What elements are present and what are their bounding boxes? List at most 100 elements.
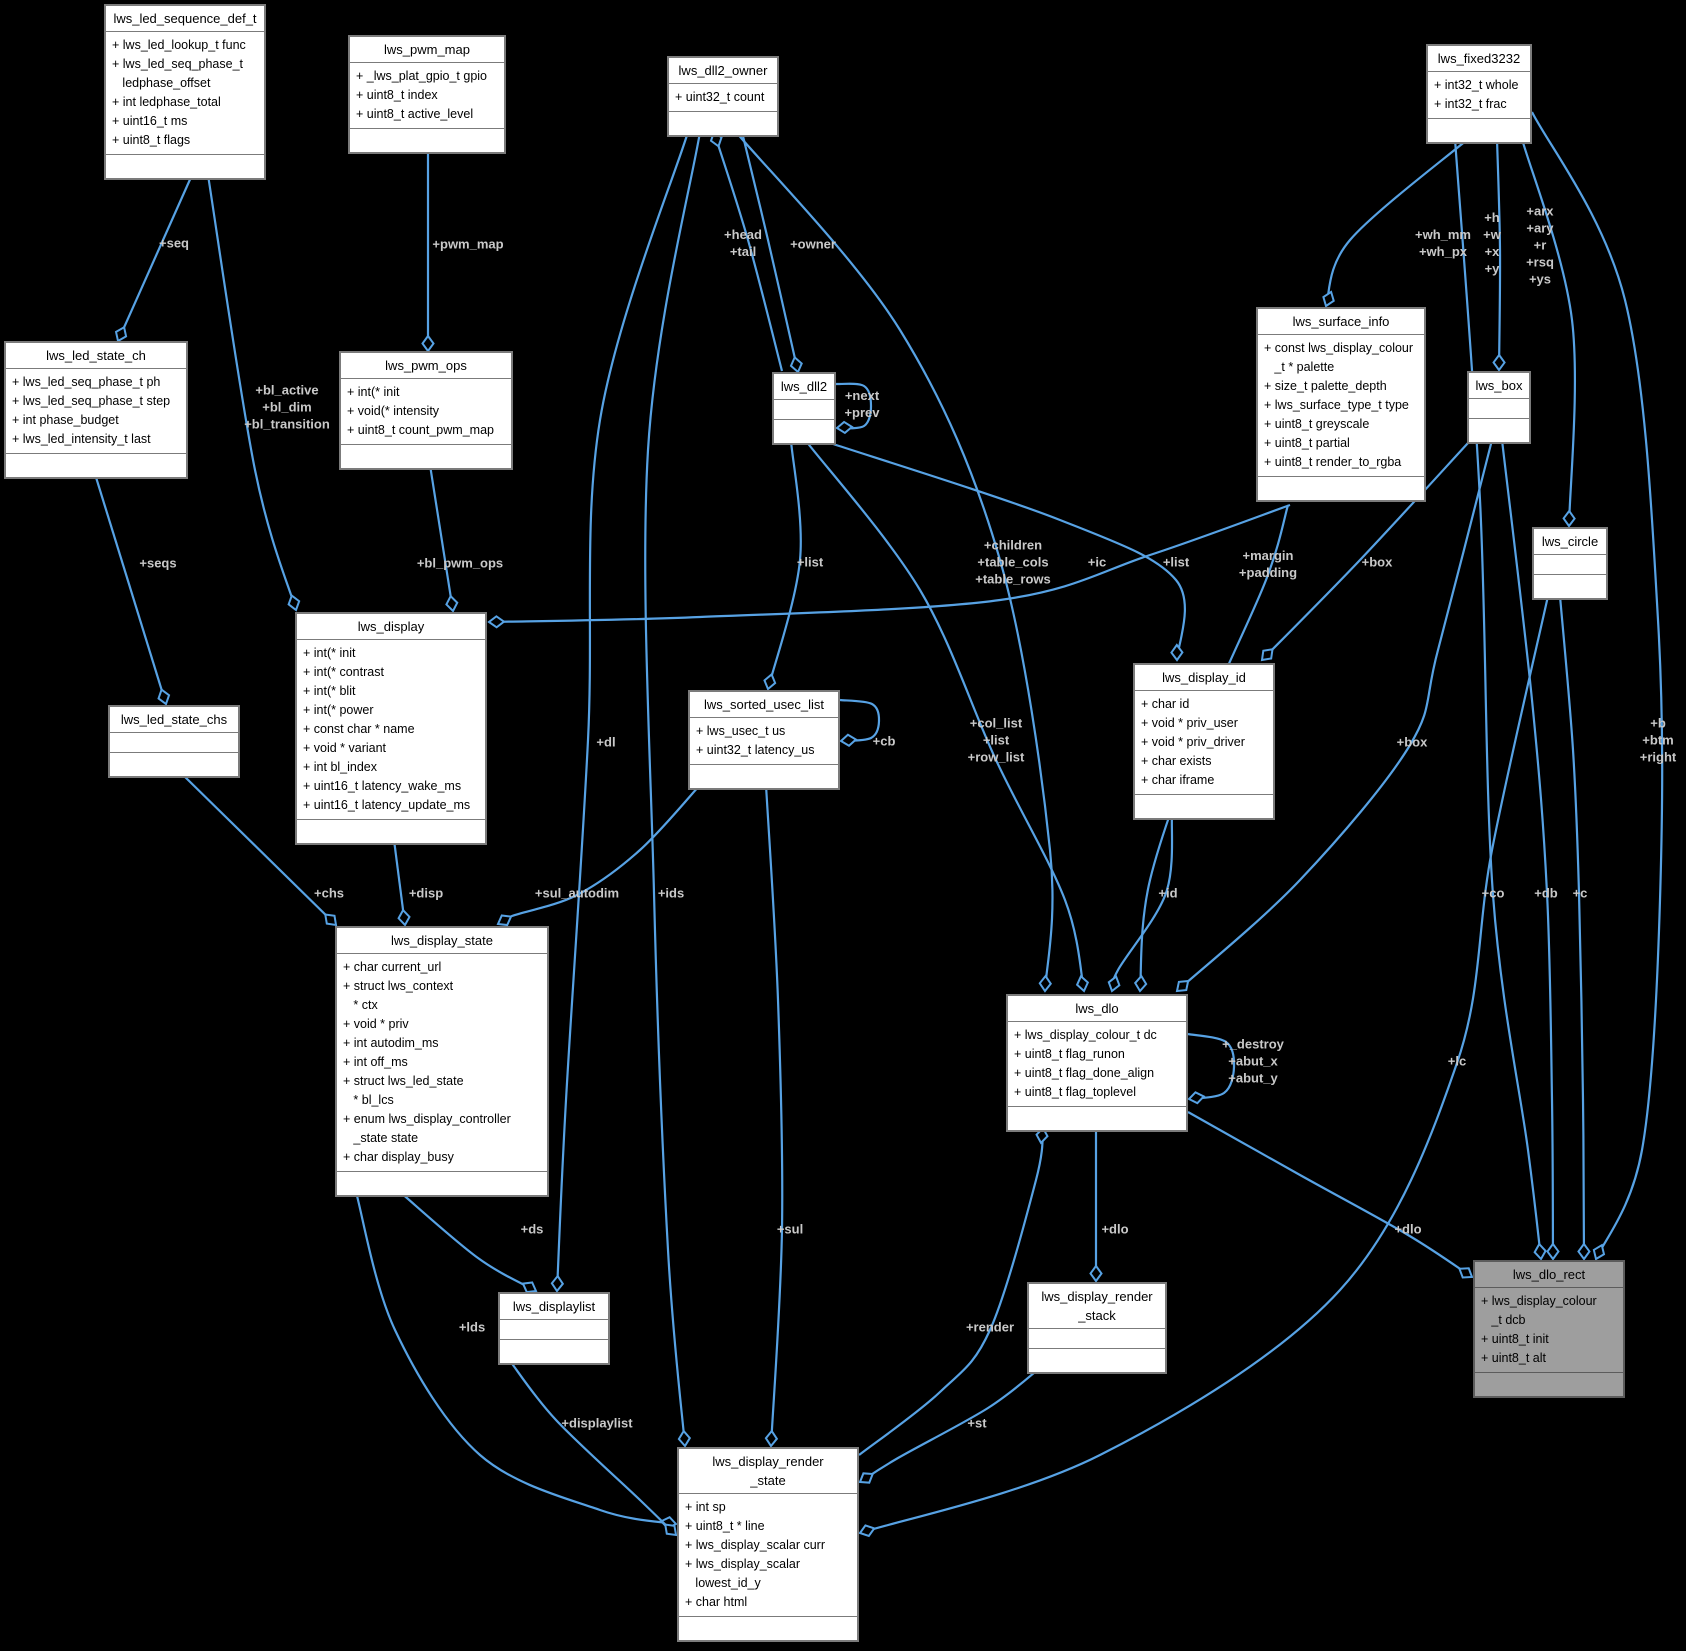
- class-lws-surface-info[interactable]: lws_surface_info+ const lws_display_colo…: [1256, 307, 1426, 502]
- class-lws-sorted-usec-list[interactable]: lws_sorted_usec_list+ lws_usec_t us + ui…: [688, 690, 840, 790]
- edge-label-c: +c: [1572, 885, 1588, 901]
- edge-next-prev: [835, 382, 873, 430]
- aggregation-diamond-icon: [835, 420, 854, 435]
- edge-label-seq: +seq: [159, 235, 189, 251]
- edge-bl-active-dim-transition: [206, 174, 298, 611]
- class-lws-display-render-stack[interactable]: lws_display_render _stack: [1027, 1282, 1167, 1374]
- edge-dl: [555, 131, 690, 1292]
- class-attributes-empty: [110, 733, 238, 753]
- aggregation-diamond-icon: [789, 355, 803, 374]
- class-lws-display[interactable]: lws_display+ int(* init + int(* contrast…: [295, 612, 487, 845]
- class-title: lws_surface_info: [1258, 309, 1424, 335]
- class-lws-box[interactable]: lws_box: [1467, 371, 1531, 444]
- edge-label-chs: +chs: [314, 885, 344, 901]
- class-title: lws_pwm_ops: [341, 353, 511, 379]
- edge-label-children--table_cols--table_rows: +children +table_cols +table_rows: [975, 537, 1051, 587]
- class-lws-dlo[interactable]: lws_dlo+ lws_display_colour_t dc + uint8…: [1006, 994, 1188, 1132]
- class-title: lws_led_state_ch: [6, 343, 186, 369]
- edge-label-cb: +cb: [872, 733, 896, 749]
- class-lws-pwm-ops[interactable]: lws_pwm_ops+ int(* init + void(* intensi…: [339, 351, 513, 470]
- class-lws-display-id[interactable]: lws_display_id+ char id + void * priv_us…: [1133, 663, 1275, 820]
- class-attributes-empty: [1029, 1329, 1165, 1349]
- class-title: lws_display_state: [337, 928, 547, 954]
- aggregation-diamond-icon: [1170, 643, 1184, 662]
- aggregation-diamond-icon: [1175, 979, 1190, 993]
- class-title: lws_sorted_usec_list: [690, 692, 838, 718]
- class-methods-empty: [297, 820, 485, 843]
- edge-label-ds: +ds: [520, 1221, 544, 1237]
- class-methods-empty: [1469, 419, 1529, 442]
- edge-sul-autodim: [497, 784, 701, 925]
- edge-label-margin--padding: +margin +padding: [1238, 548, 1298, 580]
- aggregation-diamond-icon: [496, 914, 513, 927]
- edge-ds: [399, 1191, 537, 1292]
- class-attributes-empty: [1469, 399, 1529, 419]
- class-title: lws_display_id: [1135, 665, 1273, 691]
- edge-co: [1453, 138, 1543, 1260]
- edge-c: [1558, 595, 1586, 1260]
- class-lws-dll2[interactable]: lws_dll2: [772, 372, 836, 445]
- class-lws-circle[interactable]: lws_circle: [1532, 527, 1608, 600]
- class-methods-empty: [1258, 477, 1424, 500]
- class-title: lws_display: [297, 614, 485, 640]
- class-attributes-empty: [500, 1320, 608, 1340]
- edge-label-lc: +lc: [1447, 1053, 1467, 1069]
- class-title: lws_box: [1469, 373, 1529, 399]
- class-lws-fixed3232[interactable]: lws_fixed3232+ int32_t whole + int32_t f…: [1426, 44, 1532, 144]
- edge-label-owner: +owner: [790, 236, 836, 252]
- edge-label-seqs: +seqs: [139, 555, 177, 571]
- class-title: lws_pwm_map: [350, 37, 504, 63]
- class-lws-displaylist[interactable]: lws_displaylist: [498, 1292, 610, 1365]
- edge-lc: [859, 595, 1550, 1535]
- class-lws-led-sequence-def-t[interactable]: lws_led_sequence_def_t+ lws_led_lookup_t…: [104, 4, 266, 180]
- class-lws-led-state-ch[interactable]: lws_led_state_ch+ lws_led_seq_phase_t ph…: [4, 341, 188, 479]
- edge-label-ids: +ids: [657, 885, 685, 901]
- aggregation-diamond-icon: [1089, 1264, 1103, 1283]
- class-methods-empty: [1135, 795, 1273, 818]
- class-attributes: + lws_display_colour _t dcb + uint8_t in…: [1475, 1288, 1623, 1373]
- edge-label-list: +list: [1162, 554, 1190, 570]
- aggregation-diamond-icon: [1107, 974, 1121, 993]
- aggregation-diamond-icon: [1133, 974, 1148, 993]
- edge-label-wh_mm--wh_px: +wh_mm +wh_px: [1415, 227, 1471, 259]
- edge-head-tail: [712, 131, 784, 372]
- class-methods-empty: [350, 129, 504, 152]
- edge-label-disp: +disp: [408, 885, 444, 901]
- edge-label-dlo: +dlo: [1101, 1221, 1129, 1237]
- edge-label-id: +id: [1158, 885, 1178, 901]
- edge-box-id: [1261, 442, 1469, 661]
- edge-cb: [839, 698, 881, 743]
- class-lws-dlo-rect[interactable]: lws_dlo_rect+ lws_display_colour _t dcb …: [1473, 1260, 1625, 1398]
- class-methods-empty: [669, 112, 777, 135]
- class-lws-dll2-owner[interactable]: lws_dll2_owner+ uint32_t count: [667, 56, 779, 137]
- aggregation-diamond-icon: [839, 733, 858, 747]
- class-title: lws_display_render _state: [679, 1449, 857, 1494]
- edge-st: [859, 1367, 1041, 1483]
- class-lws-display-state[interactable]: lws_display_state+ char current_url + st…: [335, 926, 549, 1197]
- class-attributes-empty: [774, 400, 834, 420]
- class-methods-empty: [337, 1172, 547, 1195]
- edge-dlo-rect: [1187, 1111, 1473, 1278]
- aggregation-diamond-icon: [1075, 974, 1090, 993]
- edge-label-b--btm--right: +b +btm +right: [1639, 715, 1677, 765]
- class-attributes: + int(* init + void(* intensity + uint8_…: [341, 379, 511, 445]
- edge-label-_destroy--abut_x--abut_y: +_destroy +abut_x +abut_y: [1222, 1036, 1284, 1086]
- class-lws-led-state-chs[interactable]: lws_led_state_chs: [108, 705, 240, 778]
- edge-list-sorted: [766, 440, 802, 690]
- edge-label-next--prev: +next +prev: [844, 388, 880, 420]
- edge-hwxy: [1495, 138, 1502, 371]
- class-title: lws_circle: [1534, 529, 1606, 555]
- edge-ic: [488, 503, 1291, 624]
- class-title: lws_fixed3232: [1428, 46, 1530, 72]
- class-attributes: + int sp + uint8_t * line + lws_display_…: [679, 1494, 857, 1617]
- aggregation-diamond-icon: [1562, 509, 1576, 528]
- class-attributes: + lws_led_seq_phase_t ph + lws_led_seq_p…: [6, 369, 186, 454]
- aggregation-diamond-icon: [550, 1274, 565, 1293]
- edge-label-bl_active--bl_dim--bl_transition: +bl_active +bl_dim +bl_transition: [244, 382, 330, 432]
- class-methods-empty: [1475, 1373, 1623, 1396]
- edge-label-bl_pwm_ops: +bl_pwm_ops: [416, 555, 504, 571]
- edge-label-box: +box: [1396, 734, 1428, 750]
- class-lws-pwm-map[interactable]: lws_pwm_map+ _lws_plat_gpio_t gpio + uin…: [348, 35, 506, 154]
- class-lws-display-render-state[interactable]: lws_display_render _state+ int sp + uint…: [677, 1447, 859, 1642]
